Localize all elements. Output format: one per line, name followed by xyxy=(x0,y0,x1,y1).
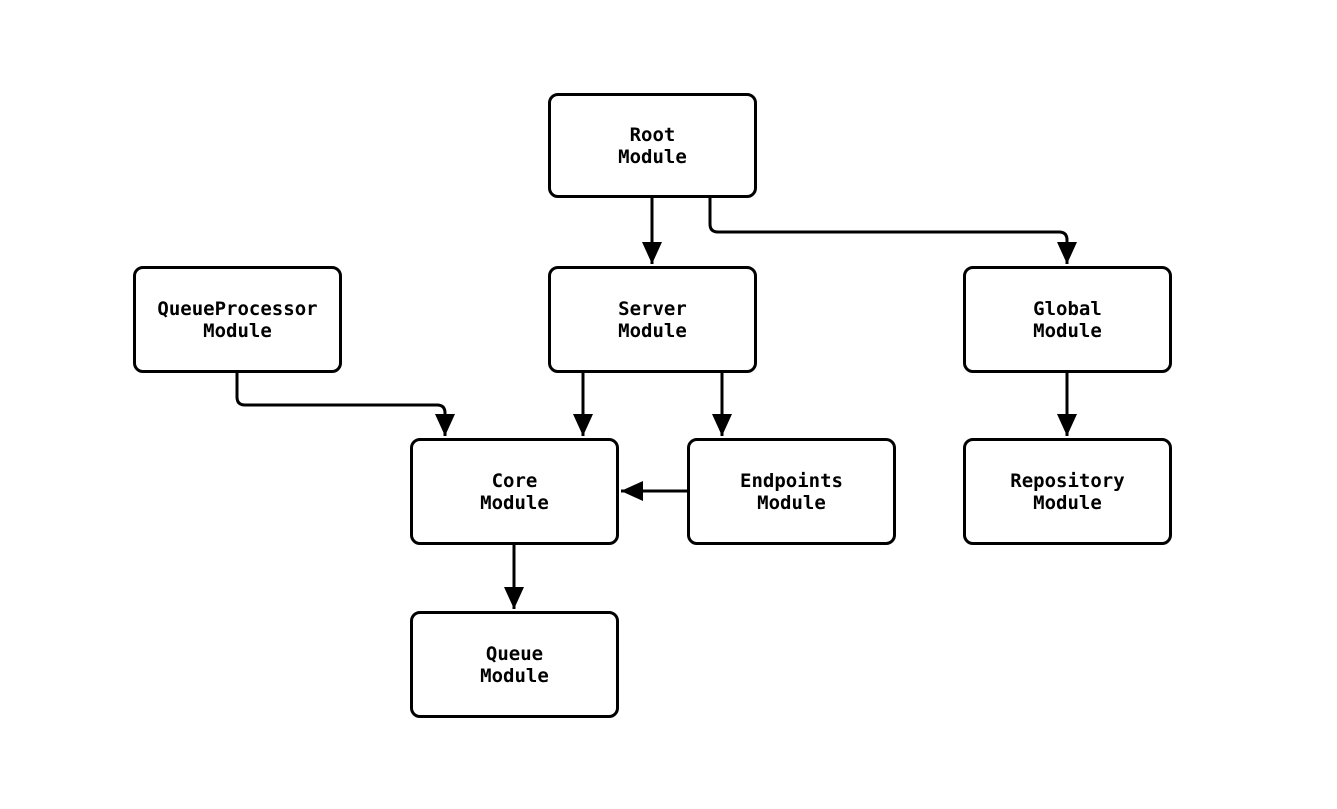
node-root-module: Root Module xyxy=(548,93,757,198)
node-core-module: Core Module xyxy=(410,438,619,545)
edge-root-to-global xyxy=(708,198,1077,264)
node-label: Root Module xyxy=(618,123,687,168)
node-label: Queue Module xyxy=(480,642,549,687)
node-endpoints-module: Endpoints Module xyxy=(687,438,896,545)
node-repository-module: Repository Module xyxy=(963,438,1172,545)
node-label: QueueProcessor Module xyxy=(157,297,318,342)
node-queue-module: Queue Module xyxy=(410,611,619,718)
edge-queueprocessor-to-core xyxy=(235,373,455,436)
node-server-module: Server Module xyxy=(548,266,757,373)
node-label: Repository Module xyxy=(1010,469,1125,514)
node-label: Endpoints Module xyxy=(740,469,843,514)
node-global-module: Global Module xyxy=(963,266,1172,373)
node-queueprocessor-module: QueueProcessor Module xyxy=(133,266,342,373)
node-label: Core Module xyxy=(480,469,549,514)
node-label: Server Module xyxy=(618,297,687,342)
node-label: Global Module xyxy=(1033,297,1102,342)
